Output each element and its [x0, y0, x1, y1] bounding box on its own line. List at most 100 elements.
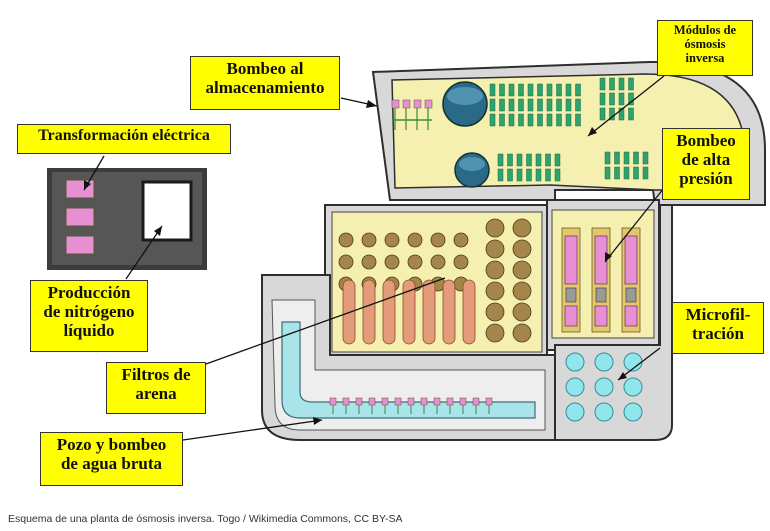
membrane-module [618, 77, 625, 91]
membrane-module [614, 166, 620, 180]
large-sand-filter [512, 281, 532, 301]
pump-body [625, 287, 637, 303]
leader-pozo-bombeo [182, 419, 323, 441]
membrane-module [633, 166, 639, 180]
microfilter-unit [623, 377, 643, 397]
membrane-module [556, 83, 562, 97]
membrane-module [575, 98, 581, 112]
membrane-module [599, 107, 606, 121]
membrane-module [546, 113, 553, 127]
membrane-module [556, 113, 562, 127]
membrane-module [535, 153, 542, 167]
image-caption: Esquema de una planta de ósmosis inversa… [8, 513, 403, 525]
ro-hall-equipment [391, 77, 649, 188]
high-pressure-pumps [561, 227, 641, 333]
membrane-module [554, 168, 561, 182]
membrane-module [556, 98, 562, 112]
sand-filter [430, 254, 446, 270]
pump-motor [564, 235, 578, 285]
membrane-module [489, 83, 496, 97]
membrane-module [537, 83, 543, 97]
leader-lines [83, 75, 665, 441]
large-sand-filter [512, 218, 532, 238]
leader-produccion-nitrogeno [125, 225, 163, 280]
storage-pumps [391, 99, 433, 130]
label-produccion-nitrogeno: Producción de nitrógeno líquido [30, 280, 148, 352]
membrane-module [516, 153, 523, 167]
sand-filter [430, 232, 446, 248]
sand-filter-tank [462, 279, 476, 345]
microfilter-unit [565, 402, 585, 422]
membrane-module [526, 153, 532, 167]
membrane-module [599, 77, 606, 91]
label-modulos-osmosis: Módulos de ósmosis inversa [657, 20, 753, 76]
sand-filter [361, 254, 377, 270]
large-sand-filter [485, 260, 505, 280]
large-sand-filter [512, 302, 532, 322]
raw-water-pump [355, 397, 363, 406]
leader-arrowheads [84, 100, 627, 425]
membrane-module [642, 166, 649, 180]
membrane-module [623, 166, 630, 180]
sand-filter [407, 254, 423, 270]
microfilter-unit [565, 377, 585, 397]
membrane-module [508, 98, 515, 112]
membrane-module [609, 107, 615, 121]
raw-water-pump [407, 397, 415, 406]
membrane-module [499, 98, 505, 112]
sand-filter-tank [402, 279, 416, 345]
membrane-module [565, 98, 572, 112]
raw-water-pump [394, 397, 402, 406]
membrane-module [554, 153, 561, 167]
pump-motor [624, 235, 638, 285]
sand-filter-tank [382, 279, 396, 345]
membrane-module [614, 151, 620, 165]
transformer-unit [65, 235, 95, 255]
sand-filter-tank [362, 279, 376, 345]
membrane-module [527, 83, 534, 97]
pump-casing [594, 305, 608, 327]
membrane-module [507, 153, 513, 167]
membrane-module [508, 113, 515, 127]
membrane-module [633, 151, 639, 165]
raw-water-pump [472, 397, 480, 406]
membrane-module [497, 153, 504, 167]
membrane-module [545, 168, 551, 182]
transformer-building [47, 168, 207, 270]
membrane-module [628, 92, 634, 106]
sand-filter [453, 254, 469, 270]
microfilter-unit [623, 402, 643, 422]
leader-microfiltracion [617, 347, 661, 381]
membrane-module [518, 98, 524, 112]
storage-pump [402, 99, 411, 109]
raw-water-pump [342, 397, 350, 406]
raw-water-pump [420, 397, 428, 406]
membrane-module [609, 92, 615, 106]
membrane-module [628, 107, 634, 121]
membrane-module [516, 168, 523, 182]
pump-body [595, 287, 607, 303]
microfilter-unit [594, 377, 614, 397]
membrane-module [535, 168, 542, 182]
membrane-module [565, 113, 572, 127]
transformer-unit [65, 207, 95, 227]
label-microfiltracion: Microfil- tración [672, 302, 764, 354]
sand-filter [453, 232, 469, 248]
sand-filter [384, 232, 400, 248]
sand-filter [361, 232, 377, 248]
transformer-unit [65, 179, 95, 199]
membrane-module [575, 83, 581, 97]
membrane-module [537, 113, 543, 127]
leader-modulos-osmosis [587, 75, 665, 137]
membrane-module [489, 98, 496, 112]
large-sand-filter [485, 323, 505, 343]
membrane-module [599, 92, 606, 106]
leader-filtros-arena [205, 277, 446, 365]
membrane-module [604, 166, 611, 180]
microfilter-unit [565, 352, 585, 372]
membrane-module [546, 83, 553, 97]
sand-filter [338, 232, 354, 248]
large-sand-filter [485, 218, 505, 238]
raw-water-pump [485, 397, 493, 406]
